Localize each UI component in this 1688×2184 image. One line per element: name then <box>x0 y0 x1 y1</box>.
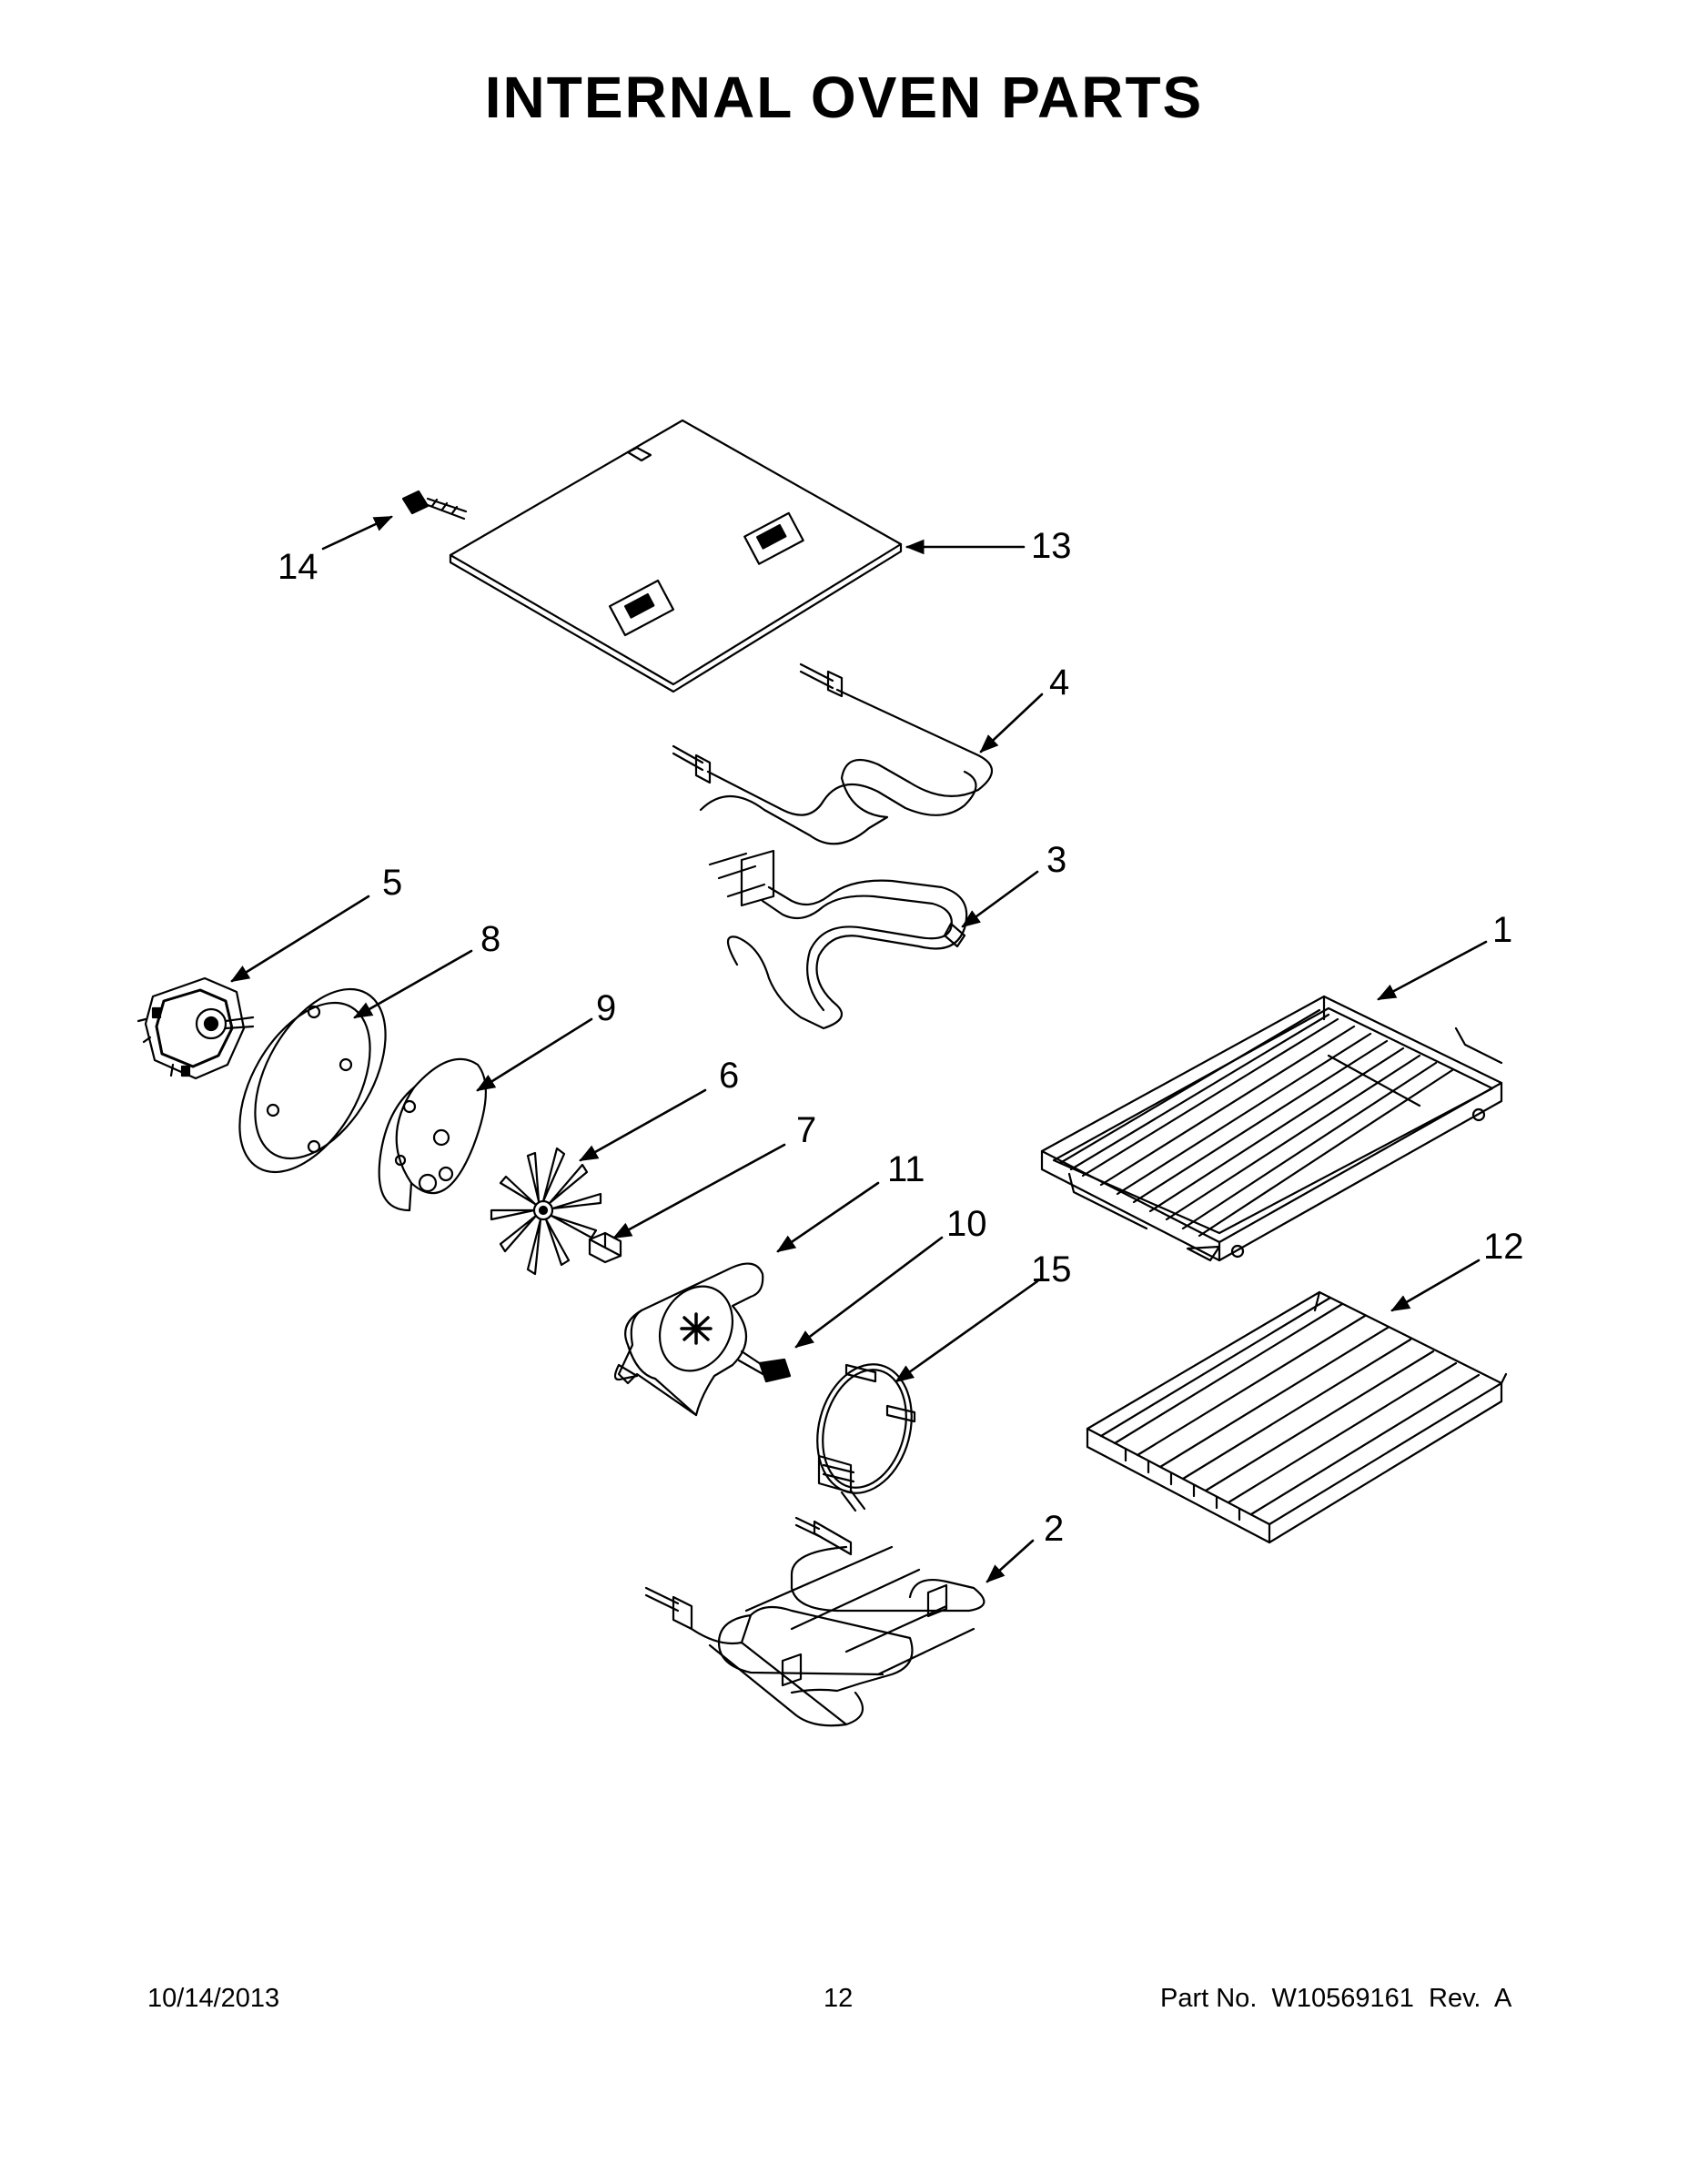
callout-3: 3 <box>1046 840 1067 880</box>
callout-2: 2 <box>1044 1509 1065 1549</box>
callout-4: 4 <box>1049 662 1070 703</box>
leader-arrows <box>230 517 1486 1583</box>
callout-12: 12 <box>1483 1227 1524 1267</box>
part-4-broil-element <box>673 664 992 844</box>
part-5-fan-motor <box>138 978 253 1078</box>
callout-11: 11 <box>887 1149 925 1189</box>
arrow-1 <box>1377 942 1486 999</box>
arrow-10 <box>794 1238 942 1347</box>
arrow-3 <box>961 872 1037 926</box>
footer-part-number: Part No. W10569161 Rev. A <box>1160 1984 1512 2013</box>
callout-14: 14 <box>278 547 318 587</box>
part-2-hidden-bake-element <box>646 1518 984 1725</box>
part-11-baffle-bracket <box>615 1264 763 1415</box>
page-title: INTERNAL OVEN PARTS <box>484 65 1204 130</box>
part-7-nut <box>590 1233 621 1262</box>
callout-7: 7 <box>796 1110 817 1150</box>
callout-8: 8 <box>480 919 501 959</box>
arrow-12 <box>1390 1260 1479 1310</box>
arrow-7 <box>612 1145 784 1238</box>
arrow-8 <box>353 951 471 1017</box>
part-1-rolling-rack <box>1042 996 1501 1260</box>
arrow-5 <box>230 896 369 981</box>
arrow-6 <box>579 1090 705 1160</box>
callout-9: 9 <box>596 988 617 1028</box>
arrow-15 <box>895 1281 1037 1381</box>
callout-13: 13 <box>1031 526 1072 566</box>
arrow-4 <box>979 694 1042 753</box>
callout-1: 1 <box>1492 910 1513 950</box>
part-3-bake-element <box>710 851 966 1028</box>
part-9-shroud-plate <box>379 1059 486 1210</box>
part-8-insulation-disc <box>213 967 412 1195</box>
callout-15: 15 <box>1031 1249 1072 1289</box>
part-6-fan-blade <box>491 1148 601 1274</box>
footer-date: 10/14/2013 <box>147 1984 280 2013</box>
footer-page-number: 12 <box>824 1984 854 2013</box>
arrow-14 <box>323 517 393 549</box>
part-13-oven-bottom-panel <box>450 420 901 692</box>
part-15-convection-element <box>804 1354 925 1511</box>
arrow-2 <box>986 1541 1033 1583</box>
arrow-9 <box>476 1019 591 1090</box>
callout-10: 10 <box>946 1204 987 1244</box>
callout-6: 6 <box>719 1056 740 1096</box>
part-14-screw <box>403 491 466 519</box>
part-12-flat-rack <box>1087 1292 1506 1542</box>
callout-5: 5 <box>382 863 403 903</box>
arrow-11 <box>776 1183 878 1251</box>
part-10-screw <box>739 1351 790 1381</box>
